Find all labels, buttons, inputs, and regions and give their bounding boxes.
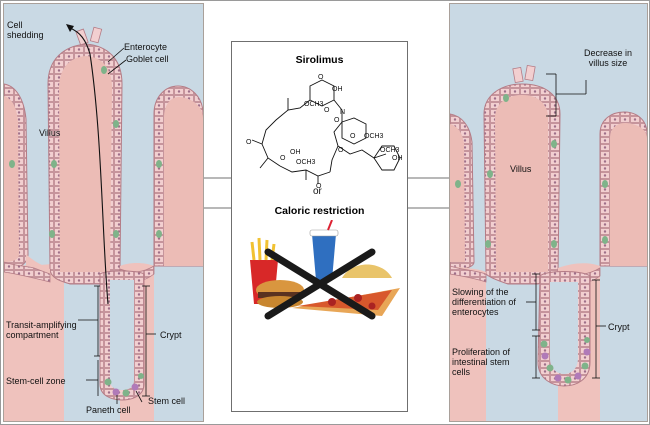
mol-oh-1: OH bbox=[332, 86, 343, 93]
mol-och3-2: OCH3 bbox=[380, 147, 400, 154]
slowing-label: Slowing of the differentiation of entero… bbox=[452, 287, 516, 317]
goblet-cell-label: Goblet cell bbox=[126, 54, 169, 64]
proliferation-label: Proliferation of intestinal stem cells bbox=[452, 347, 511, 377]
caloric-restriction-title: Caloric restriction bbox=[274, 205, 365, 217]
normal-intestine-illustration bbox=[4, 4, 203, 421]
villus-label-right: Villus bbox=[510, 164, 532, 174]
intervention-box: Sirolimus O OH OCH3 OCH3 O O N O O O O O… bbox=[231, 41, 408, 412]
mol-o-8: O bbox=[316, 183, 322, 190]
mol-o-3: O bbox=[334, 117, 340, 124]
crypt-label: Crypt bbox=[160, 330, 182, 340]
mol-o-6: O bbox=[280, 155, 286, 162]
crypt-label-right: Crypt bbox=[608, 322, 630, 332]
mol-o-5: O bbox=[338, 147, 344, 154]
mol-och3-3: OCH3 bbox=[296, 159, 316, 166]
transit-amplifying-label: Transit-amplifying compartment bbox=[6, 320, 77, 340]
mol-o-7: O bbox=[246, 139, 252, 146]
sirolimus-title: Sirolimus bbox=[295, 54, 344, 66]
normal-intestine-panel: Cell shedding Enterocyte Goblet cell Vil… bbox=[3, 3, 204, 422]
mol-oh-2: OH bbox=[290, 149, 301, 156]
mol-och3-4: OCH3 bbox=[364, 133, 384, 140]
stem-cell-zone-label: Stem-cell zone bbox=[6, 376, 66, 386]
mol-o-4: O bbox=[350, 133, 356, 140]
enterocyte-label: Enterocyte bbox=[124, 42, 168, 52]
treated-intestine-panel: Decrease in villus size Villus Slowing o… bbox=[449, 3, 648, 422]
paneth-cell-label: Paneth cell bbox=[86, 405, 131, 415]
stem-cell-label: Stem cell bbox=[148, 396, 186, 406]
mol-o-2: O bbox=[324, 107, 330, 114]
or-label: or bbox=[313, 186, 322, 197]
treated-intestine-illustration bbox=[450, 4, 647, 421]
mol-n: N bbox=[340, 109, 346, 116]
cell-shedding-label: Cell shedding bbox=[7, 20, 44, 40]
food-crossed-out-image bbox=[250, 220, 400, 320]
mol-och3-1: OCH3 bbox=[304, 101, 324, 108]
villus-label: Villus bbox=[39, 128, 61, 138]
mol-oh-3: OH bbox=[392, 155, 403, 162]
decrease-villus-label: Decrease in villus size bbox=[583, 48, 633, 68]
sirolimus-structure bbox=[251, 79, 401, 184]
mol-o-1: O bbox=[318, 74, 324, 81]
